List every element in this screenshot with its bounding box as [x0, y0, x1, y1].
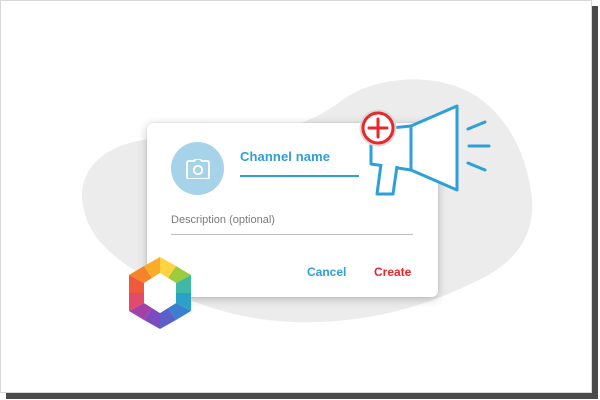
- hexagon-logo: [129, 257, 191, 329]
- plus-circle-icon: [359, 109, 397, 147]
- illustration-frame: Channel name Description (optional) Canc…: [0, 0, 592, 393]
- channel-name-underline: [240, 175, 359, 177]
- create-button[interactable]: Create: [374, 265, 412, 279]
- description-field[interactable]: Description (optional): [171, 214, 275, 226]
- camera-icon: [185, 158, 210, 179]
- create-channel-dialog: Channel name Description (optional) Canc…: [147, 123, 438, 297]
- channel-avatar-upload[interactable]: [171, 142, 224, 195]
- megaphone-icon: [369, 104, 491, 196]
- description-underline: [171, 234, 413, 235]
- cancel-button[interactable]: Cancel: [307, 265, 347, 279]
- channel-name-field[interactable]: Channel name: [240, 149, 331, 164]
